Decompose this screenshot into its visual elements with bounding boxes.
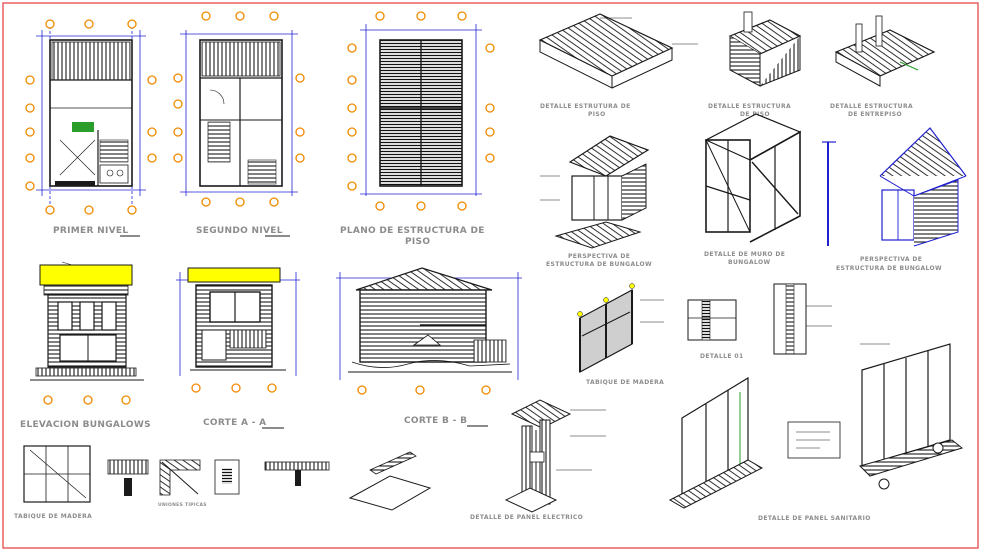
detalle-estructura-entrepiso [834,15,936,87]
tabique-madera-perspective [577,283,664,374]
detalle-panel-sanitario [668,343,964,509]
label-persp-1b: ESTRUCTURA DE BUNGALOW [546,261,652,268]
elevacion-bungalows [30,261,144,405]
label-segundo-nivel: SEGUNDO NIVEL [196,226,283,236]
stair-icon [207,121,231,163]
label-det-piso-1: DETALLE ESTRUTURA DE [540,103,631,110]
primer-nivel-plan [25,19,157,215]
label-persp-2b: ESTRUCTURA DE BUNGALOW [836,265,942,272]
label-det-entrepiso-2: DE ENTREPISO [848,111,902,118]
label-det-estructura-piso-1: DETALLE ESTRUCTURA [708,103,791,110]
detalle-panel-electrico [504,399,606,513]
segundo-nivel-plan [173,11,305,207]
label-elevacion: ELEVACION BUNGALOWS [20,420,151,430]
detalle-muro-bungalow [704,113,802,243]
label-plano-piso-2: PISO [405,237,430,247]
detalle-estructura-piso-1 [538,13,698,89]
label-panel-sanitario: DETALLE DE PANEL SANITARIO [758,515,871,522]
label-corte-a: CORTE A - A [203,418,266,428]
label-plano-piso-1: PLANO DE ESTRUCTURA DE [340,226,485,236]
label-muro-1: DETALLE DE MURO DE [704,251,785,258]
label-primer-nivel: PRIMER NIVEL [53,226,128,236]
label-persp-1a: PERSPECTIVA DE [568,253,630,260]
perspectiva-estructura-1 [540,135,650,249]
detalle-estructura-piso-2 [728,11,802,87]
label-detalle-01: DETALLE 01 [700,353,744,360]
plano-estructura-piso [347,11,495,211]
uniones-tipicas-detail [107,451,432,511]
label-tabique-mid: TABIQUE DE MADERA [586,379,664,386]
label-corte-b: CORTE B - B [404,416,467,426]
tabique-madera-detail [23,445,91,503]
detalle-01 [687,283,832,355]
corte-a-a [176,267,300,393]
grid-axis-bubble-icon [25,19,157,215]
label-det-piso-2: PISO [588,111,606,118]
label-uniones: UNIONES TIPICAS [158,502,207,508]
label-det-entrepiso-1: DETALLE ESTRUCTURA [830,103,913,110]
label-persp-2a: PERSPECTIVA DE [860,256,922,263]
perspectiva-estructura-2 [822,127,967,247]
label-panel-electrico: DETALLE DE PANEL ELECTRICO [470,514,583,521]
label-muro-2: BUNGALOW [728,259,771,266]
corte-b-b [336,267,522,395]
label-tabique-bottom: TABIQUE DE MADERA [14,513,92,520]
